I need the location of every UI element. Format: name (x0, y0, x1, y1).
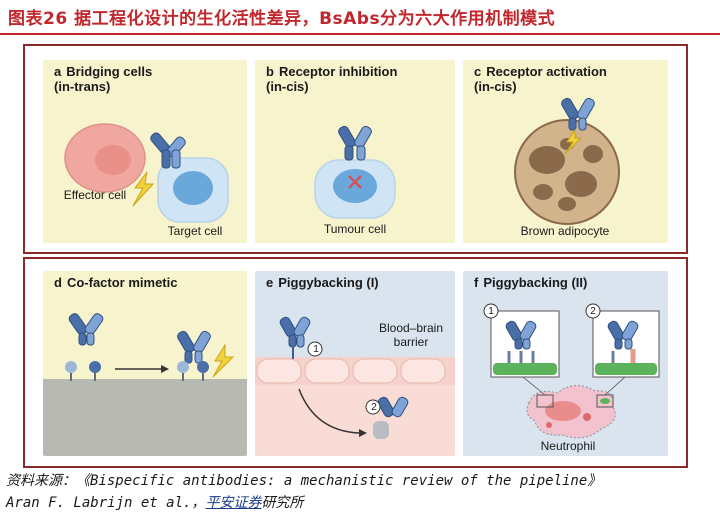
panel-f: f Piggybacking (II) (463, 271, 668, 456)
panel-f-label: f Piggybacking (II) (474, 275, 587, 290)
panel-c-subtitle: (in-cis) (474, 79, 517, 94)
step-1-label: 1 (313, 344, 319, 355)
membrane-surface (43, 379, 247, 456)
lightning-icon (132, 171, 155, 207)
panel-a: a Bridging cells (in-trans) Effector cell… (43, 60, 247, 243)
inset-1-membrane (493, 363, 557, 375)
source-citation: 资料来源：《Bispecific antibodies: a mechanist… (6, 470, 601, 514)
inset-2-antibody-icon (607, 320, 639, 350)
source-line-1: 资料来源：《Bispecific antibodies: a mechanist… (6, 473, 602, 489)
panel-d-title: Co-factor mimetic (66, 275, 178, 290)
blood-brain-barrier-label: Blood–brain barrier (378, 321, 444, 349)
panel-c-title: Receptor activation (486, 64, 607, 79)
panel-e-letter: e (266, 275, 274, 290)
panel-e-title: Piggybacking (I) (278, 275, 379, 290)
bridging-antibody-icon (150, 132, 186, 169)
neutrophil-label: Neutrophil (540, 439, 596, 453)
panel-b-drawing (314, 125, 396, 219)
source-org-link[interactable]: 平安证券 (205, 495, 262, 511)
panel-b-subtitle: (in-cis) (266, 79, 309, 94)
brain-target (373, 421, 389, 439)
inset-2-marker (585, 303, 601, 319)
target-nucleus (173, 171, 213, 205)
crossed-antibody-icon (377, 396, 409, 418)
lipid-droplet (558, 197, 576, 211)
lipid-droplet (565, 171, 597, 197)
transport-arrow-icon (298, 388, 360, 434)
top-frame: a Bridging cells (in-trans) Effector cell… (23, 44, 688, 254)
panel-d: d Co-factor mimetic (43, 271, 247, 456)
panel-c-label: c Receptor activation (in-cis) (474, 64, 607, 94)
panel-b-label: b Receptor inhibition (in-cis) (266, 64, 397, 94)
effector-nucleus (95, 145, 131, 175)
inset-1-antibody-icon (505, 320, 537, 350)
panel-b: b Receptor inhibition (in-cis) Tumour cel… (255, 60, 455, 243)
panel-a-subtitle: (in-trans) (54, 79, 111, 94)
receptor-a (65, 361, 77, 373)
brain-side (255, 385, 455, 456)
panel-e-label: e Piggybacking (I) (266, 275, 379, 290)
figure-title: 图表26 据工程化设计的生化活性差异，BsAbs分为六大作用机制模式 (8, 9, 556, 29)
step-2-marker (365, 399, 381, 415)
bound-antibody-icon (177, 330, 211, 364)
lipid-droplet (533, 184, 553, 200)
panel-d-label: d Co-factor mimetic (54, 275, 177, 290)
inset-2-membrane (595, 363, 657, 375)
receptor-b (89, 361, 101, 373)
lipid-droplet (529, 146, 565, 174)
effector-cell-label: Effector cell (63, 188, 127, 202)
panel-b-title: Receptor inhibition (278, 64, 398, 79)
free-antibody-icon (68, 313, 104, 346)
lipid-droplet (583, 145, 603, 163)
step-1-marker (307, 341, 323, 357)
panel-d-letter: d (54, 275, 62, 290)
panel-d-drawing (43, 313, 247, 456)
neutrophil-nucleus (545, 401, 581, 421)
title-rule (0, 33, 720, 35)
target-cell-label: Target cell (167, 224, 223, 238)
panel-a-letter: a (54, 64, 62, 79)
panel-c-letter: c (474, 64, 482, 79)
panel-c-drawing (514, 97, 620, 225)
panel-f-letter: f (474, 275, 479, 290)
source-line-2: Aran F. Labrijn et al.，平安证券研究所 (6, 492, 601, 514)
inset-2-step-label: 2 (590, 306, 596, 317)
lightning-icon (564, 128, 583, 155)
panel-f-title: Piggybacking (II) (483, 275, 588, 290)
inset-1-step-label: 1 (488, 306, 494, 317)
inhibition-cross-icon (348, 175, 362, 189)
inhibiting-antibody-icon (338, 125, 372, 161)
tumour-cell-label: Tumour cell (323, 222, 387, 236)
source-authors: Aran F. Labrijn et al.， (6, 495, 206, 511)
brown-adipocyte-label: Brown adipocyte (520, 224, 610, 238)
panel-c: c Receptor activation (in-cis) Brown adip… (463, 60, 668, 243)
panel-a-drawing (64, 123, 229, 223)
panel-e-drawing (255, 316, 455, 456)
panel-a-label: a Bridging cells (in-trans) (54, 64, 152, 94)
inset-1-marker (483, 303, 499, 319)
panel-a-title: Bridging cells (66, 64, 153, 79)
step-2-label: 2 (371, 402, 377, 413)
source-suffix: 研究所 (261, 495, 304, 511)
bottom-frame: d Co-factor mimetic (23, 257, 688, 468)
panel-b-letter: b (266, 64, 274, 79)
piggyback-antibody-icon (279, 316, 311, 348)
tumour-nucleus (333, 169, 377, 203)
activating-antibody-icon (561, 97, 595, 131)
lightning-icon (212, 343, 235, 378)
panel-f-drawing (483, 303, 660, 439)
panel-e: e Piggybacking (I) (255, 271, 455, 456)
